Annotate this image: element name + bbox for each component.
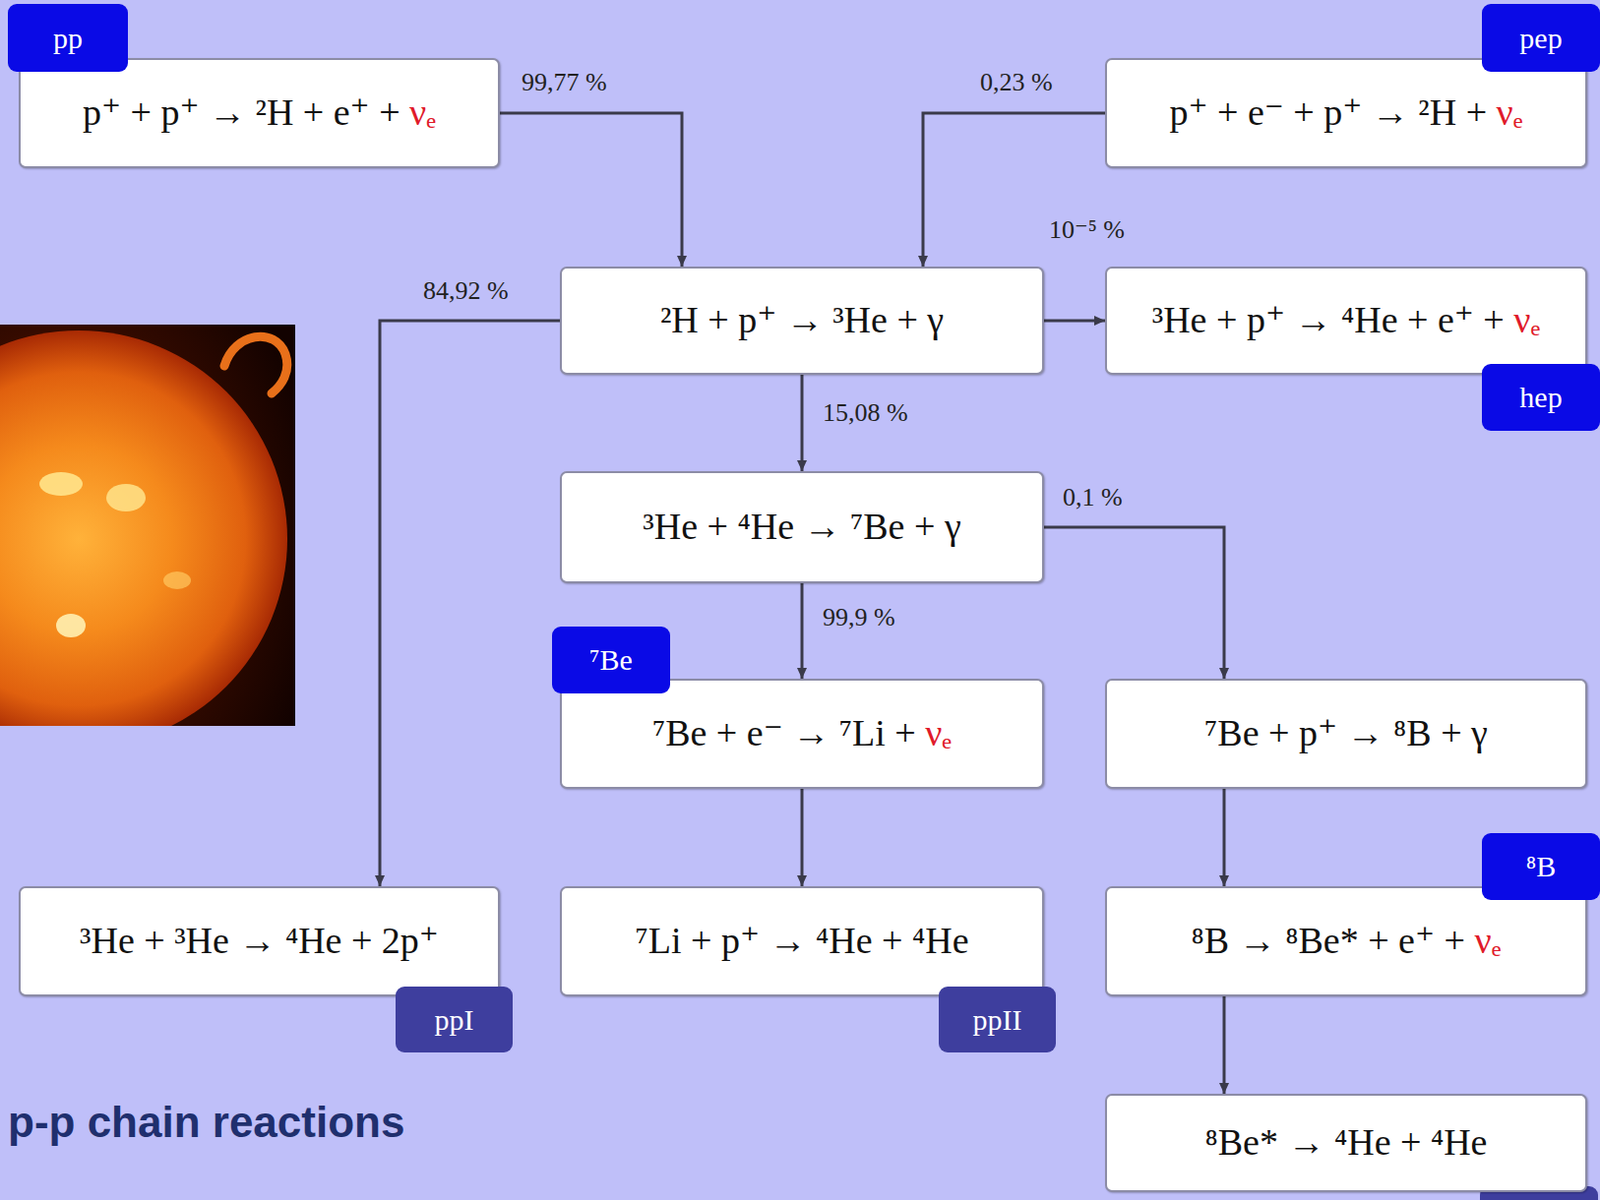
branch-percentage: 15,08 %	[822, 399, 909, 429]
branch-percentage: 99,77 %	[521, 68, 608, 98]
reaction-text: ³He + p⁺ → ⁴He + e⁺ + νₑ	[1152, 300, 1540, 342]
branch-percentage: 84,92 %	[423, 277, 509, 307]
reaction-box: pepp⁺ + e⁻ + p⁺ → ²H + νₑ	[1105, 58, 1588, 169]
branch-percentage: 0,23 %	[980, 68, 1053, 98]
diagram-title: p-p chain reactions	[7, 1098, 405, 1148]
chain-tag: pp	[7, 3, 128, 72]
neutrino-symbol: νₑ	[1513, 299, 1540, 341]
reaction-text: ⁸B → ⁸Be* + e⁺ + νₑ	[1191, 921, 1502, 963]
reaction-arrow	[1044, 319, 1106, 323]
branch-percentage: 10⁻⁵ %	[1048, 216, 1125, 246]
reaction-arrow	[499, 113, 682, 267]
sun-spot	[56, 614, 86, 638]
reaction-arrow	[379, 320, 560, 887]
sun-spot	[106, 484, 146, 512]
chain-tag: ppII	[938, 986, 1056, 1053]
branch-percentage: 0,1 %	[1062, 484, 1123, 513]
chain-tag: ⁸B	[1481, 833, 1600, 901]
reaction-arrow	[1044, 527, 1225, 679]
reaction-box: ⁷Li + p⁺ → ⁴He + ⁴HeppII	[559, 886, 1045, 997]
reaction-arrow	[800, 583, 804, 679]
reaction-box: ⁷Be + p⁺ → ⁸B + γ	[1105, 678, 1588, 790]
chain-tag: ⁷Be	[552, 626, 671, 694]
reaction-text: p⁺ + p⁺ → ²H + e⁺ + νₑ	[82, 92, 436, 134]
reaction-box: ⁸B⁸B → ⁸Be* + e⁺ + νₑ	[1105, 886, 1588, 997]
reaction-box: ⁸Be* → ⁴He + ⁴He	[1105, 1094, 1588, 1193]
neutrino-symbol: νₑ	[409, 91, 436, 133]
reaction-text: p⁺ + e⁻ + p⁺ → ²H + νₑ	[1169, 92, 1523, 134]
neutrino-symbol: νₑ	[1496, 91, 1524, 133]
sun-disc	[0, 330, 288, 727]
branch-percentage: 99,9 %	[822, 604, 896, 633]
reaction-text: ⁷Be + e⁻ → ⁷Li + νₑ	[652, 713, 952, 755]
reaction-box: ³He + ⁴He → ⁷Be + γ	[559, 471, 1045, 584]
chain-tag: hep	[1481, 364, 1600, 431]
reaction-arrow	[1223, 789, 1227, 887]
neutrino-symbol: νₑ	[924, 712, 952, 754]
reaction-box: ³He + ³He → ⁴He + 2p⁺ppI	[18, 886, 500, 997]
neutrino-symbol: νₑ	[1474, 920, 1501, 962]
chain-tag: ppI	[395, 986, 513, 1053]
sun-prominence	[224, 336, 288, 394]
reaction-box: ²H + p⁺ → ³He + γ	[559, 266, 1045, 375]
reaction-text: ²H + p⁺ → ³He + γ	[660, 300, 944, 342]
reaction-text: ⁷Li + p⁺ → ⁴He + ⁴He	[634, 921, 969, 963]
chain-tag: pep	[1481, 3, 1600, 72]
reaction-arrow	[800, 374, 804, 472]
reaction-arrow	[800, 789, 804, 887]
reaction-text: ³He + ³He → ⁴He + 2p⁺	[79, 921, 439, 963]
sun-spot	[39, 472, 83, 496]
reaction-text: ⁸Be* → ⁴He + ⁴He	[1204, 1122, 1487, 1165]
reaction-box: ppp⁺ + p⁺ → ²H + e⁺ + νₑ	[18, 58, 500, 169]
sun-image	[0, 324, 296, 727]
reaction-text: ⁷Be + p⁺ → ⁸B + γ	[1204, 713, 1488, 755]
sun-spot	[163, 571, 191, 590]
reaction-box: ⁷Be⁷Be + e⁻ → ⁷Li + νₑ	[559, 678, 1045, 790]
reaction-text: ³He + ⁴He → ⁷Be + γ	[642, 506, 961, 549]
reaction-box: ³He + p⁺ → ⁴He + e⁺ + νₑhep	[1105, 266, 1588, 375]
reaction-arrow	[1223, 996, 1227, 1095]
